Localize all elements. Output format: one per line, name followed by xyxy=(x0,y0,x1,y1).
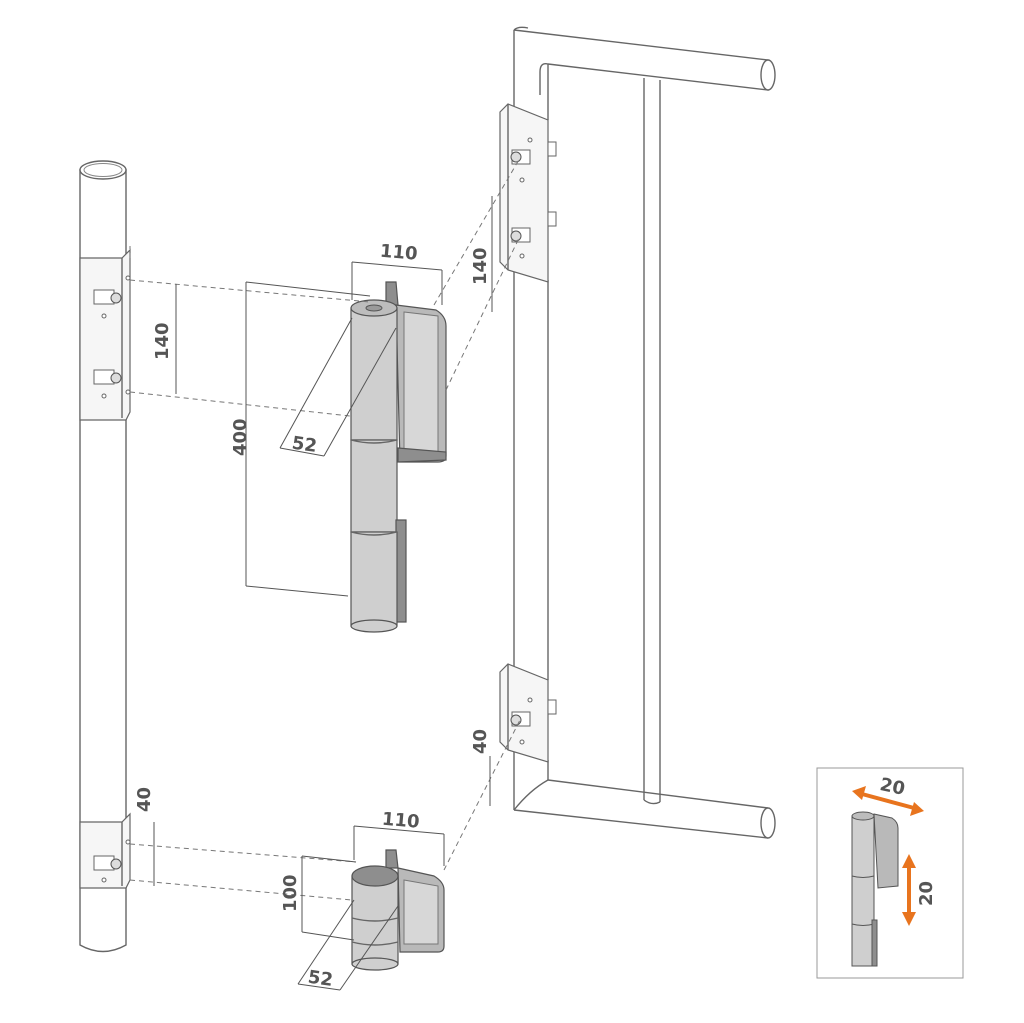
gate-upper-bracket xyxy=(499,103,557,283)
dim-lower-offset-left-label: 40 xyxy=(134,787,155,812)
left-lower-bracket xyxy=(79,812,131,889)
dim-upper-width: 110 xyxy=(351,241,443,305)
dim-upper-diameter-label: 52 xyxy=(291,433,319,457)
dim-lower-height: 100 xyxy=(280,855,357,941)
dim-lower-diameter-label: 52 xyxy=(307,967,335,991)
dim-upper-width-label: 110 xyxy=(379,241,418,265)
dim-lower-diameter: 52 xyxy=(297,899,399,991)
dim-upper-spacing-left: 140 xyxy=(152,284,177,394)
lower-hinge xyxy=(351,849,445,971)
dim-lower-width: 110 xyxy=(353,809,445,866)
dim-upper-spacing-right: 140 xyxy=(470,196,493,312)
upper-hinge xyxy=(350,281,447,633)
horizontal-adjust-arrow-icon xyxy=(852,786,924,816)
dim-lower-offset-right: 40 xyxy=(470,729,491,806)
reference-lines xyxy=(129,157,521,901)
dim-lower-offset-right-label: 40 xyxy=(470,729,491,754)
inset-horizontal-adjust-label: 20 xyxy=(878,774,907,800)
dim-lower-width-label: 110 xyxy=(381,809,420,833)
dim-upper-spacing-left-label: 140 xyxy=(152,322,173,360)
dim-upper-spacing-right-label: 140 xyxy=(470,247,491,285)
dim-lower-offset-left: 40 xyxy=(134,787,155,886)
inset-vertical-adjust-label: 20 xyxy=(916,881,937,906)
vertical-adjust-arrow-icon xyxy=(902,854,916,926)
dim-upper-diameter: 52 xyxy=(279,317,397,457)
gate-lower-bracket xyxy=(499,663,557,763)
adjustment-inset: 20 20 xyxy=(816,767,964,979)
dim-upper-height: 400 xyxy=(230,281,371,597)
left-upper-bracket xyxy=(79,248,131,421)
dim-lower-height-label: 100 xyxy=(280,874,301,912)
dim-upper-height-label: 400 xyxy=(230,418,251,456)
